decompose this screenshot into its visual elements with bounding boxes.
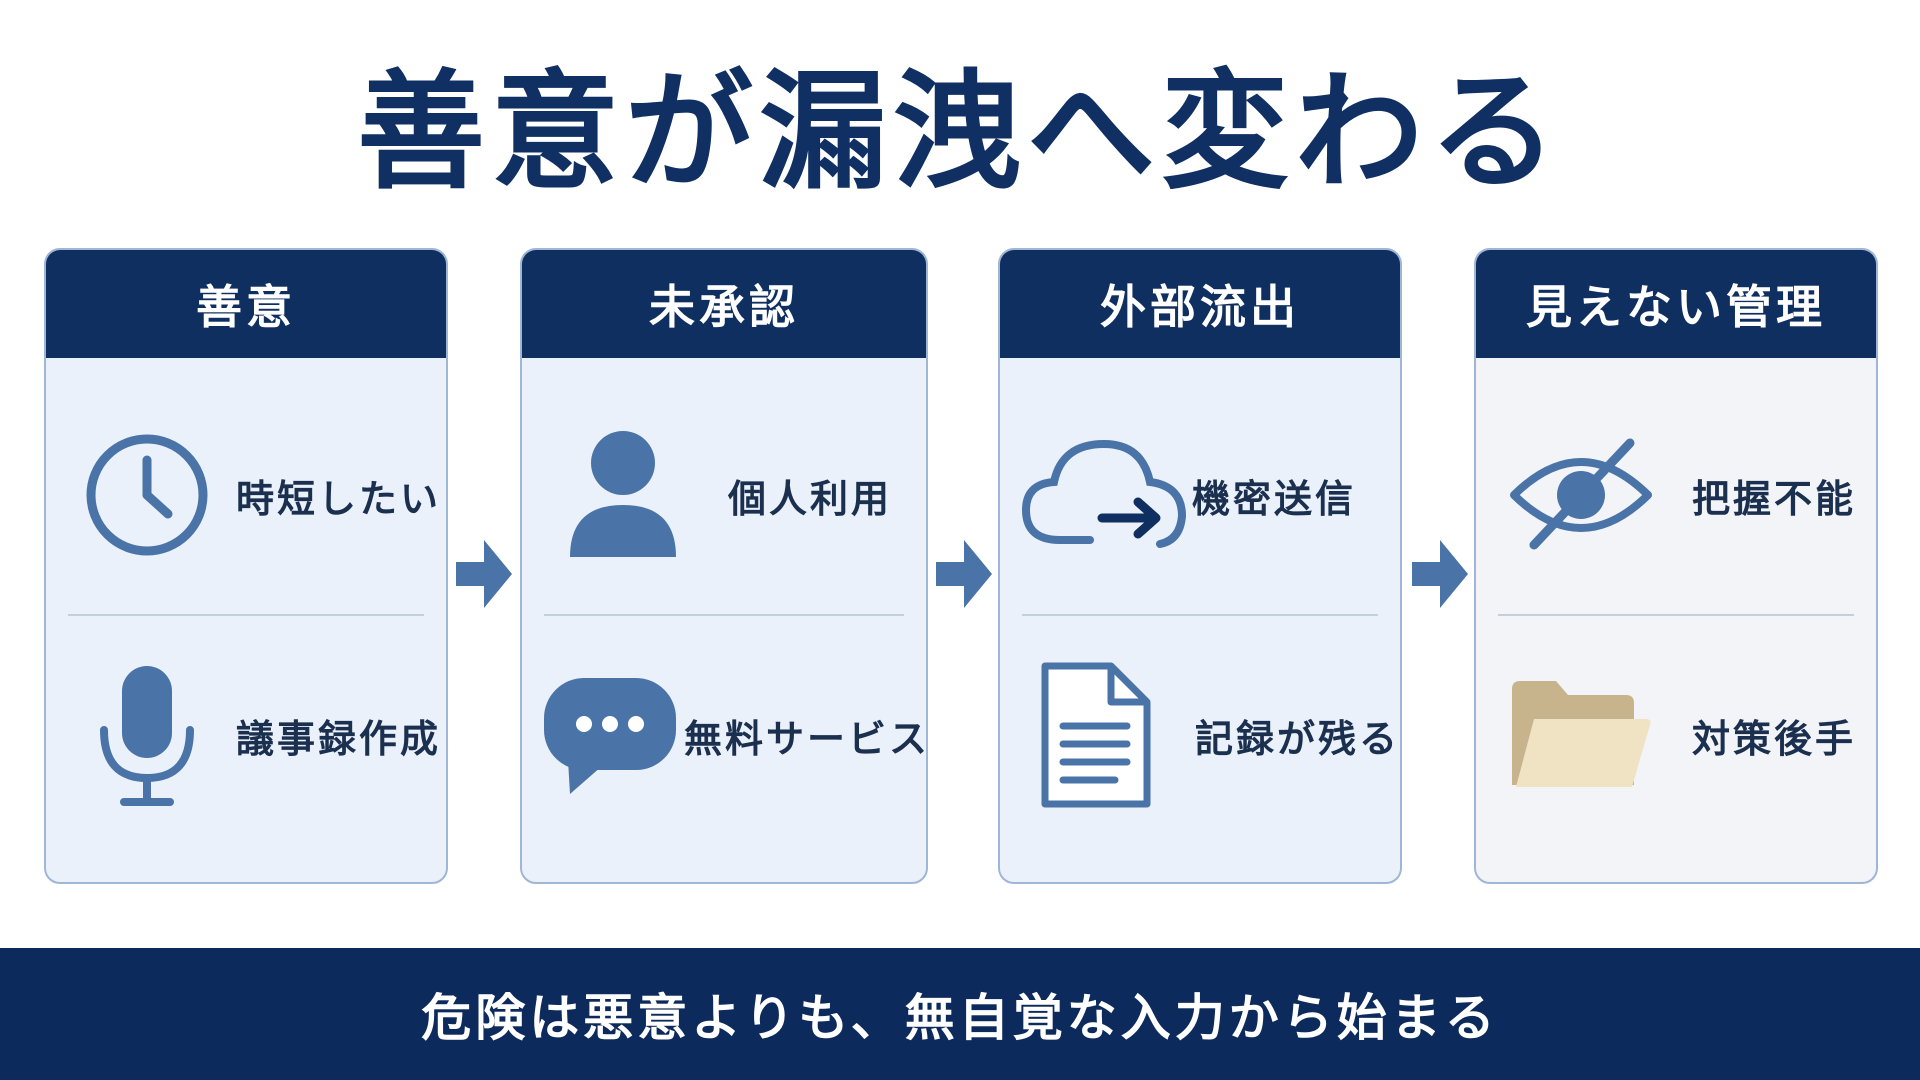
- card-item: 記録が残る: [1000, 660, 1400, 810]
- divider: [68, 614, 424, 616]
- divider: [544, 614, 904, 616]
- cloud-upload-icon: [1020, 420, 1190, 570]
- microphone-icon: [72, 660, 222, 810]
- card-item: 機密送信: [1000, 420, 1400, 570]
- item-label: 把握不能: [1692, 476, 1857, 521]
- clock-icon: [72, 420, 222, 570]
- card-item: 対策後手: [1476, 660, 1876, 810]
- arrow-right-icon: [936, 540, 992, 608]
- chat-bubble-icon: [540, 660, 680, 810]
- card-item: 把握不能: [1476, 420, 1876, 570]
- card-header: 外部流出: [1000, 250, 1400, 358]
- card-header: 善意: [46, 250, 446, 358]
- card-external-leak: 外部流出 機密送信: [998, 248, 1402, 884]
- item-label: 対策後手: [1692, 716, 1857, 761]
- eye-slash-icon: [1506, 420, 1656, 570]
- item-label: 機密送信: [1192, 476, 1357, 521]
- footer-banner: 危険は悪意よりも、無自覚な入力から始まる: [0, 948, 1920, 1080]
- card-item: 議事録作成: [46, 660, 446, 810]
- card-header: 未承認: [522, 250, 926, 358]
- arrow-right-icon: [456, 540, 512, 608]
- item-label: 個人利用: [728, 476, 893, 521]
- card-item: 無料サービス: [522, 660, 926, 810]
- arrow-right-icon: [1412, 540, 1468, 608]
- card-item: 時短したい: [46, 420, 446, 570]
- card-invisible-management: 見えない管理 把握不能 対策後手: [1474, 248, 1878, 884]
- divider: [1022, 614, 1378, 616]
- card-unapproved: 未承認 個人利用 無料サービス: [520, 248, 928, 884]
- card-item: 個人利用: [522, 420, 926, 570]
- card-goodwill: 善意 時短したい 議事録作成: [44, 248, 448, 884]
- person-icon: [548, 420, 698, 570]
- item-label: 記録が残る: [1194, 716, 1400, 761]
- page-title: 善意が漏洩へ変わる: [356, 58, 1563, 207]
- document-icon: [1026, 660, 1165, 810]
- card-header: 見えない管理: [1476, 250, 1876, 358]
- folder-icon: [1506, 660, 1656, 810]
- item-label: 議事録作成: [236, 716, 442, 761]
- item-label: 時短したい: [236, 476, 442, 521]
- divider: [1498, 614, 1854, 616]
- item-label: 無料サービス: [684, 716, 928, 761]
